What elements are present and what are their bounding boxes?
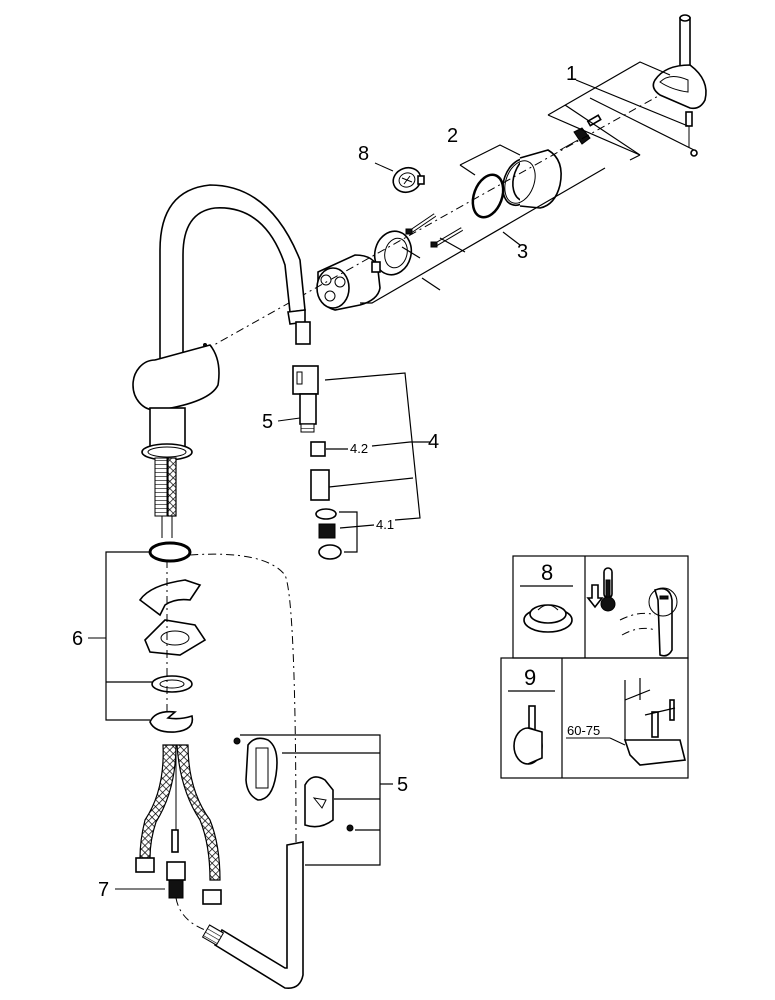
flange-part [373, 230, 413, 276]
lever-handle-icon [619, 587, 678, 657]
temperature-limiter-part [392, 166, 425, 194]
screw-and-insert-part [559, 114, 602, 151]
spout-holder-part [233, 737, 354, 832]
dimension-label: 60-75 [567, 723, 600, 738]
callout-bracket-4 [324, 372, 430, 553]
lever-handle-part [652, 14, 707, 157]
callout-bracket-5-holder [240, 734, 393, 866]
callout-8: 8 [358, 143, 369, 165]
callout-bracket-6 [105, 551, 152, 721]
cover-cap-part [502, 149, 562, 209]
temperature-limiter-icon [523, 604, 573, 633]
down-arrow-icon [586, 584, 604, 609]
callout-1: 1 [566, 63, 577, 85]
pull-out-hose-part [201, 841, 304, 990]
o-ring-part [471, 173, 505, 219]
callout-2: 2 [447, 125, 458, 147]
quick-connector-part [166, 861, 186, 899]
cartridge-part [316, 254, 381, 311]
spout-head-part [292, 321, 319, 433]
handle-knob-icon [513, 705, 543, 765]
info-box-9-label: 9 [524, 665, 536, 690]
installation-sketch-icon [609, 678, 686, 766]
callout-4-2: 4.2 [350, 441, 368, 456]
aerator-parts [310, 441, 342, 560]
callout-bracket-1 [547, 61, 695, 161]
callout-4: 4 [428, 431, 439, 453]
callout-4-1: 4.1 [376, 517, 394, 532]
info-box-8-label: 8 [541, 560, 553, 585]
faucet-body-part [132, 184, 306, 538]
callout-5-spout: 5 [262, 411, 273, 433]
callout-3: 3 [517, 241, 528, 263]
callout-7: 7 [98, 879, 109, 901]
supply-hoses-part [135, 744, 222, 905]
callout-6: 6 [72, 628, 83, 650]
callout-5-holder: 5 [397, 774, 408, 796]
thermometer-icon [600, 567, 616, 612]
callout-bracket-3 [360, 167, 606, 304]
mounting-kit-parts [138, 541, 207, 733]
callout-bracket-2 [459, 144, 521, 166]
bolts-part [405, 213, 464, 248]
info-panel: 8 9 60-75 [500, 555, 689, 779]
